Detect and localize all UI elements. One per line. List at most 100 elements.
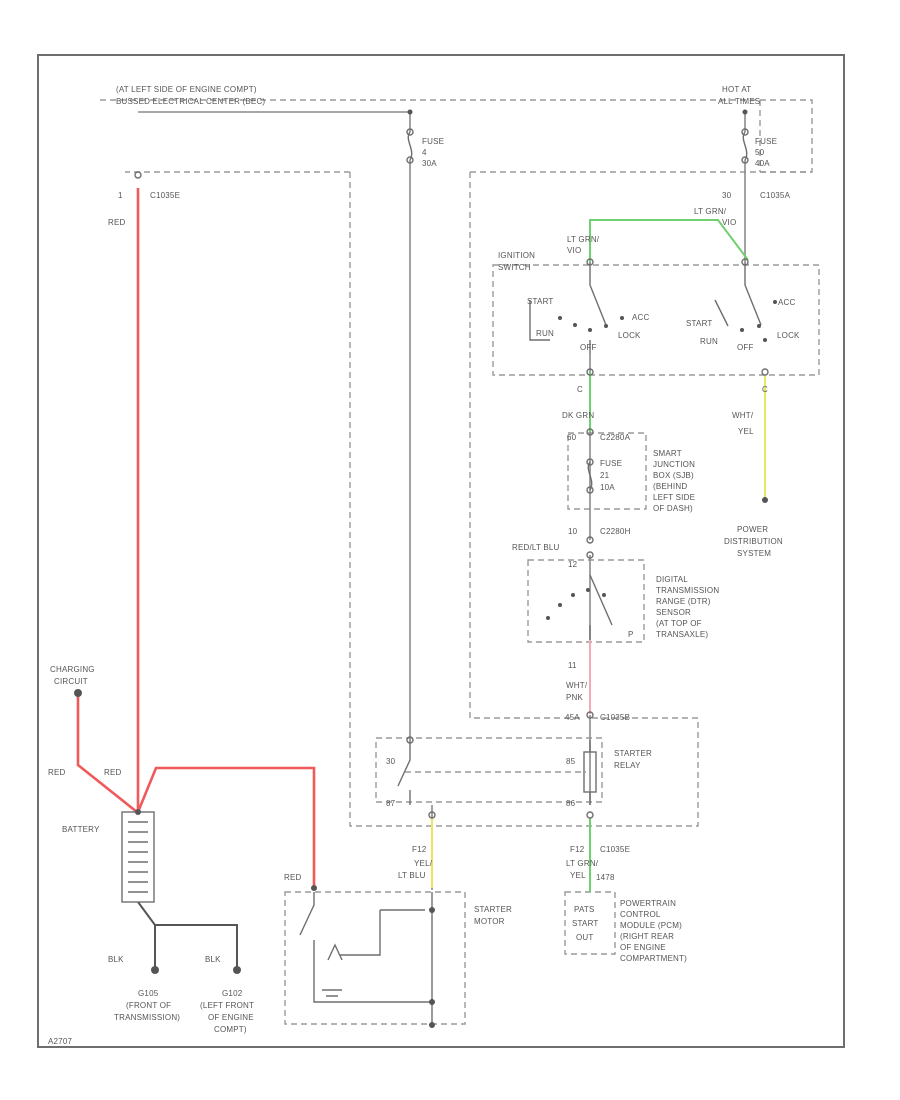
pin-10: 10 xyxy=(568,527,578,536)
starter-relay-symbol xyxy=(397,740,597,805)
pin-12: 12 xyxy=(568,560,578,569)
wire-yel-ltblu-1: YEL/ xyxy=(414,859,433,868)
connector-c1035b: C1035B xyxy=(600,713,630,722)
ignition-switch-label-2: SWITCH xyxy=(498,263,531,272)
wire-redltblu-label: RED/LT BLU xyxy=(512,543,560,552)
dtr-p-label: P xyxy=(628,630,634,639)
connector-c1035a-label: C1035A xyxy=(760,191,791,200)
sw-left-start: START xyxy=(527,297,553,306)
colored-wires xyxy=(76,188,766,968)
wire-red-starter: RED xyxy=(284,873,302,882)
fuse-symbols xyxy=(406,128,749,494)
green-wire-ignition xyxy=(589,219,749,262)
starter-relay-label-1: STARTER xyxy=(614,749,652,758)
diagram-frame xyxy=(37,54,845,1048)
pin-1478: 1478 xyxy=(596,873,615,882)
black-wire-ground1 xyxy=(137,901,156,968)
dtr-desc-6: TRANSAXLE) xyxy=(656,630,708,639)
wire-ltgrn-yel-2: YEL xyxy=(570,871,586,880)
sw-right-start: START xyxy=(686,319,712,328)
sjb-desc-4: (BEHIND xyxy=(653,482,687,491)
dtr-desc-2: TRANSMISSION xyxy=(656,586,719,595)
connector-right-pin: 30 xyxy=(722,191,732,200)
starter-motor-label-2: MOTOR xyxy=(474,917,505,926)
pcm-desc-1: POWERTRAIN xyxy=(620,899,676,908)
ground1-line2: (FRONT OF xyxy=(126,1001,171,1010)
sjb-desc-2: JUNCTION xyxy=(653,460,695,469)
bec-location-label: (AT LEFT SIDE OF ENGINE COMPT) xyxy=(116,85,257,94)
sw-left-off: OFF xyxy=(580,343,597,352)
fuse-bec-line3: 30A xyxy=(422,159,437,168)
diagram-id-label: A2707 xyxy=(48,1037,72,1046)
fuse-sjb-3: 10A xyxy=(600,483,615,492)
all-times-label: ALL TIMES xyxy=(718,97,760,106)
starter-motor-symbol xyxy=(284,891,466,1025)
pats-line1: PATS xyxy=(574,905,595,914)
fuse-bec-line2: 4 xyxy=(422,148,427,157)
wire-ltgrn-yel-1: LT GRN/ xyxy=(566,859,599,868)
wire-red-a: RED xyxy=(48,768,66,777)
ground-symbols xyxy=(151,966,241,974)
power-dist-2: DISTRIBUTION xyxy=(724,537,783,546)
wire-ltgrn-right-2: VIO xyxy=(722,218,736,227)
wire-wht-pnk-1: WHT/ xyxy=(566,681,588,690)
pin-c-right: C xyxy=(762,385,768,394)
wire-yel-ltblu-2: LT BLU xyxy=(398,871,426,880)
dtr-desc-1: DIGITAL xyxy=(656,575,688,584)
text-labels: (AT LEFT SIDE OF ENGINE COMPT) BUSSED EL… xyxy=(48,85,800,1046)
fuse-hot-line1: FUSE xyxy=(755,137,777,146)
sw-left-run: RUN xyxy=(536,329,554,338)
sjb-desc-5: LEFT SIDE xyxy=(653,493,695,502)
relay-pin-30: 30 xyxy=(386,757,396,766)
charging-circuit-1: CHARGING xyxy=(50,665,95,674)
connector-c1035e-label: C1035E xyxy=(150,191,180,200)
pin-c-left: C xyxy=(577,385,583,394)
black-wire-ground2 xyxy=(155,924,238,968)
fuse-sjb-1: FUSE xyxy=(600,459,622,468)
connector-left-pin: 1 xyxy=(118,191,123,200)
pcm-desc-6: COMPARTMENT) xyxy=(620,954,687,963)
red-wire-charging xyxy=(76,695,138,814)
sw-left-lock: LOCK xyxy=(618,331,641,340)
pin-11: 11 xyxy=(568,661,577,670)
power-dist-1: POWER xyxy=(737,525,768,534)
ground2-line2: (LEFT FRONT xyxy=(200,1001,254,1010)
sjb-pin-60: 60 xyxy=(567,433,577,442)
wire-wht-yel-2: YEL xyxy=(738,427,754,436)
dashed-enclosures xyxy=(100,99,820,955)
wire-red-b: RED xyxy=(104,768,122,777)
power-dist-3: SYSTEM xyxy=(737,549,771,558)
wire-dkgrn-label: DK GRN xyxy=(562,411,594,420)
wire-red-top-label: RED xyxy=(108,218,126,227)
pcm-desc-2: CONTROL xyxy=(620,910,661,919)
pcm-desc-4: (RIGHT REAR xyxy=(620,932,674,941)
sw-right-lock: LOCK xyxy=(777,331,800,340)
pats-line2: START xyxy=(572,919,598,928)
ground1-line1: G105 xyxy=(138,989,159,998)
fuse-bec-line1: FUSE xyxy=(422,137,444,146)
battery-symbol xyxy=(121,811,155,903)
ignition-switch-label-1: IGNITION xyxy=(498,251,535,260)
wire-wht-pnk-2: PNK xyxy=(566,693,584,702)
fuse-hot-line3: 40A xyxy=(755,159,770,168)
starter-relay-label-2: RELAY xyxy=(614,761,641,770)
sjb-desc-1: SMART xyxy=(653,449,682,458)
relay-pin-86: 86 xyxy=(566,799,576,808)
pcm-desc-5: OF ENGINE xyxy=(620,943,666,952)
relay-pin-85: 85 xyxy=(566,757,576,766)
sw-right-acc: ACC xyxy=(778,298,796,307)
dtr-sensor-symbol xyxy=(546,574,613,640)
fuse-sjb-2: 21 xyxy=(600,471,610,480)
red-wire-starter xyxy=(136,766,316,888)
ground2-line3: OF ENGINE xyxy=(208,1013,254,1022)
sw-right-run: RUN xyxy=(700,337,718,346)
sjb-connector: C2280A xyxy=(600,433,631,442)
wire-ltgrn-right-1: LT GRN/ xyxy=(694,207,727,216)
dtr-desc-3: RANGE (DTR) xyxy=(656,597,711,606)
wire-blk-2: BLK xyxy=(205,955,221,964)
pin-f12-left: F12 xyxy=(412,845,427,854)
ignition-switch-symbol xyxy=(529,262,777,354)
sw-left-acc: ACC xyxy=(632,313,650,322)
ground1-line3: TRANSMISSION) xyxy=(114,1013,180,1022)
